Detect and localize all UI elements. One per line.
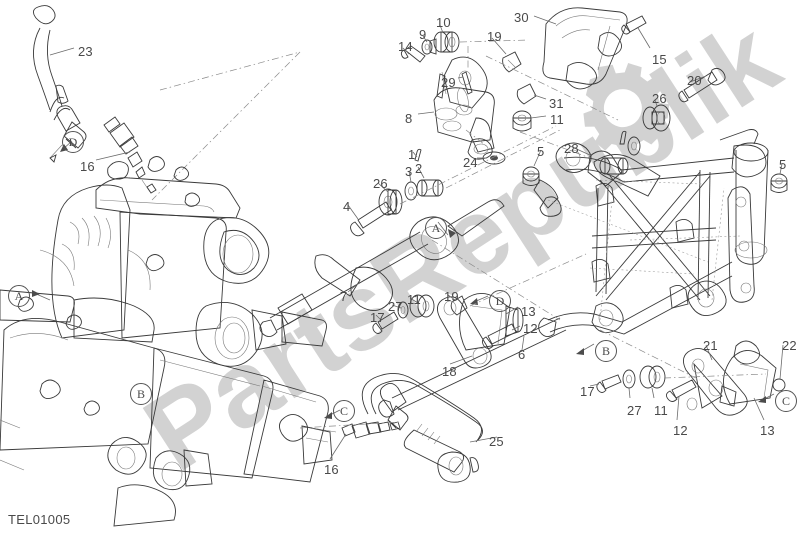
part-number-label: 28 <box>564 141 579 156</box>
part-7-stay-rod-upper <box>259 199 505 337</box>
part-number-label: 7 <box>340 289 348 304</box>
callout-bubble-a: A <box>425 217 447 239</box>
part-27-washer-center <box>397 301 409 319</box>
part-number-label: 16 <box>80 159 95 174</box>
part-28-mount <box>587 150 623 187</box>
part-number-label: 23 <box>78 44 93 59</box>
callout-bubble-c: C <box>333 400 355 422</box>
part-number-label: 14 <box>398 39 413 54</box>
callout-bubble-c: C <box>775 390 797 412</box>
assembly-axis-16 <box>151 51 301 201</box>
part-number-label: 12 <box>523 321 538 336</box>
part-10-bushing <box>433 31 460 53</box>
part-number-label: 16 <box>324 462 339 477</box>
assembly-axis-d-upper <box>159 51 301 91</box>
part-2-bushing-left <box>416 179 444 197</box>
leader-lines <box>49 15 784 460</box>
part-5-bushing-left <box>522 166 540 186</box>
part-26-spacer-right <box>642 104 671 132</box>
part-4-bolt <box>350 201 392 237</box>
part-number-label: 18 <box>442 364 457 379</box>
part-21-bracket <box>683 348 748 416</box>
part-number-label: 1 <box>408 147 416 162</box>
part-number-label: 17 <box>370 310 385 325</box>
part-number-label: 27 <box>388 299 403 314</box>
part-number-label: 26 <box>652 91 667 106</box>
part-8-bracket-assembly <box>433 56 495 160</box>
part-12-bolt-lower <box>665 379 697 402</box>
diagram-id: TEL01005 <box>8 512 71 527</box>
part-number-label: 13 <box>521 304 536 319</box>
part-1-pin-left <box>414 148 422 162</box>
part-number-label: 13 <box>760 423 775 438</box>
part-25-ht-lead <box>361 373 483 483</box>
assembly-axis-top <box>459 39 529 70</box>
part-number-label: 6 <box>518 347 526 362</box>
assembly-axes <box>431 55 767 381</box>
part-23-spark-plug-cable <box>33 5 87 163</box>
part-11-bushing-lower <box>639 365 666 389</box>
part-number-label: 24 <box>463 155 478 170</box>
part-number-label: 11 <box>550 112 564 127</box>
part-30-heat-guard <box>542 7 628 90</box>
callout-bubble-b: B <box>595 340 617 362</box>
assembly-axis-16-lower <box>299 421 401 429</box>
part-number-label: 27 <box>627 403 642 418</box>
part-1-2-3-right-hardware <box>599 130 641 175</box>
part-number-label: 30 <box>514 10 529 25</box>
part-number-label: 31 <box>549 96 564 111</box>
part-number-label: 21 <box>703 338 718 353</box>
part-number-label: 29 <box>441 75 456 90</box>
callout-bubble-d: D <box>62 131 84 153</box>
part-number-label: 2 <box>415 161 423 176</box>
part-16-spark-plug-upper <box>103 116 157 194</box>
part-number-label: 20 <box>687 73 702 88</box>
part-number-label: 17 <box>580 384 595 399</box>
part-19-clip-upper <box>502 51 522 73</box>
part-number-label: 11 <box>654 403 668 418</box>
part-number-label: 26 <box>373 176 388 191</box>
part-29-plate <box>461 71 473 95</box>
part-number-label: 8 <box>405 111 413 126</box>
part-number-label: 19 <box>444 289 459 304</box>
part-number-label: 11 <box>407 292 421 307</box>
part-number-label: 10 <box>436 15 451 30</box>
assembly-axis-1-2-3 <box>445 129 561 189</box>
part-number-label: 3 <box>405 164 413 179</box>
part-12-bolt-center <box>481 323 517 349</box>
part-number-label: 5 <box>779 157 787 172</box>
callout-bubble-d: D <box>489 290 511 312</box>
callout-bubble-a: A <box>8 285 30 307</box>
motorcycle-trellis-frame <box>533 129 769 337</box>
part-number-label: 9 <box>419 27 427 42</box>
engine-assembly <box>0 156 393 527</box>
assembly-axis-26 <box>399 125 557 205</box>
part-11-bushing-center <box>409 294 435 318</box>
part-14-bolt <box>400 45 426 63</box>
part-6-stay-rod-lower <box>378 317 567 418</box>
part-5-bushing-right <box>770 173 788 193</box>
callout-arrows <box>32 140 775 419</box>
part-31-clip <box>516 83 537 105</box>
part-number-label: 4 <box>343 199 351 214</box>
part-number-label: 15 <box>652 52 667 67</box>
part-20-bolt <box>678 67 726 103</box>
part-17-bolt-center <box>372 311 399 334</box>
part-number-label: 22 <box>782 338 797 353</box>
part-number-label: 5 <box>537 144 545 159</box>
part-26-spacer-left <box>378 188 403 216</box>
callout-bubble-b: B <box>130 383 152 405</box>
part-number-label: 12 <box>673 423 688 438</box>
part-number-label: 19 <box>487 29 502 44</box>
part-number-label: 25 <box>489 434 504 449</box>
part-15-pin <box>621 15 647 35</box>
